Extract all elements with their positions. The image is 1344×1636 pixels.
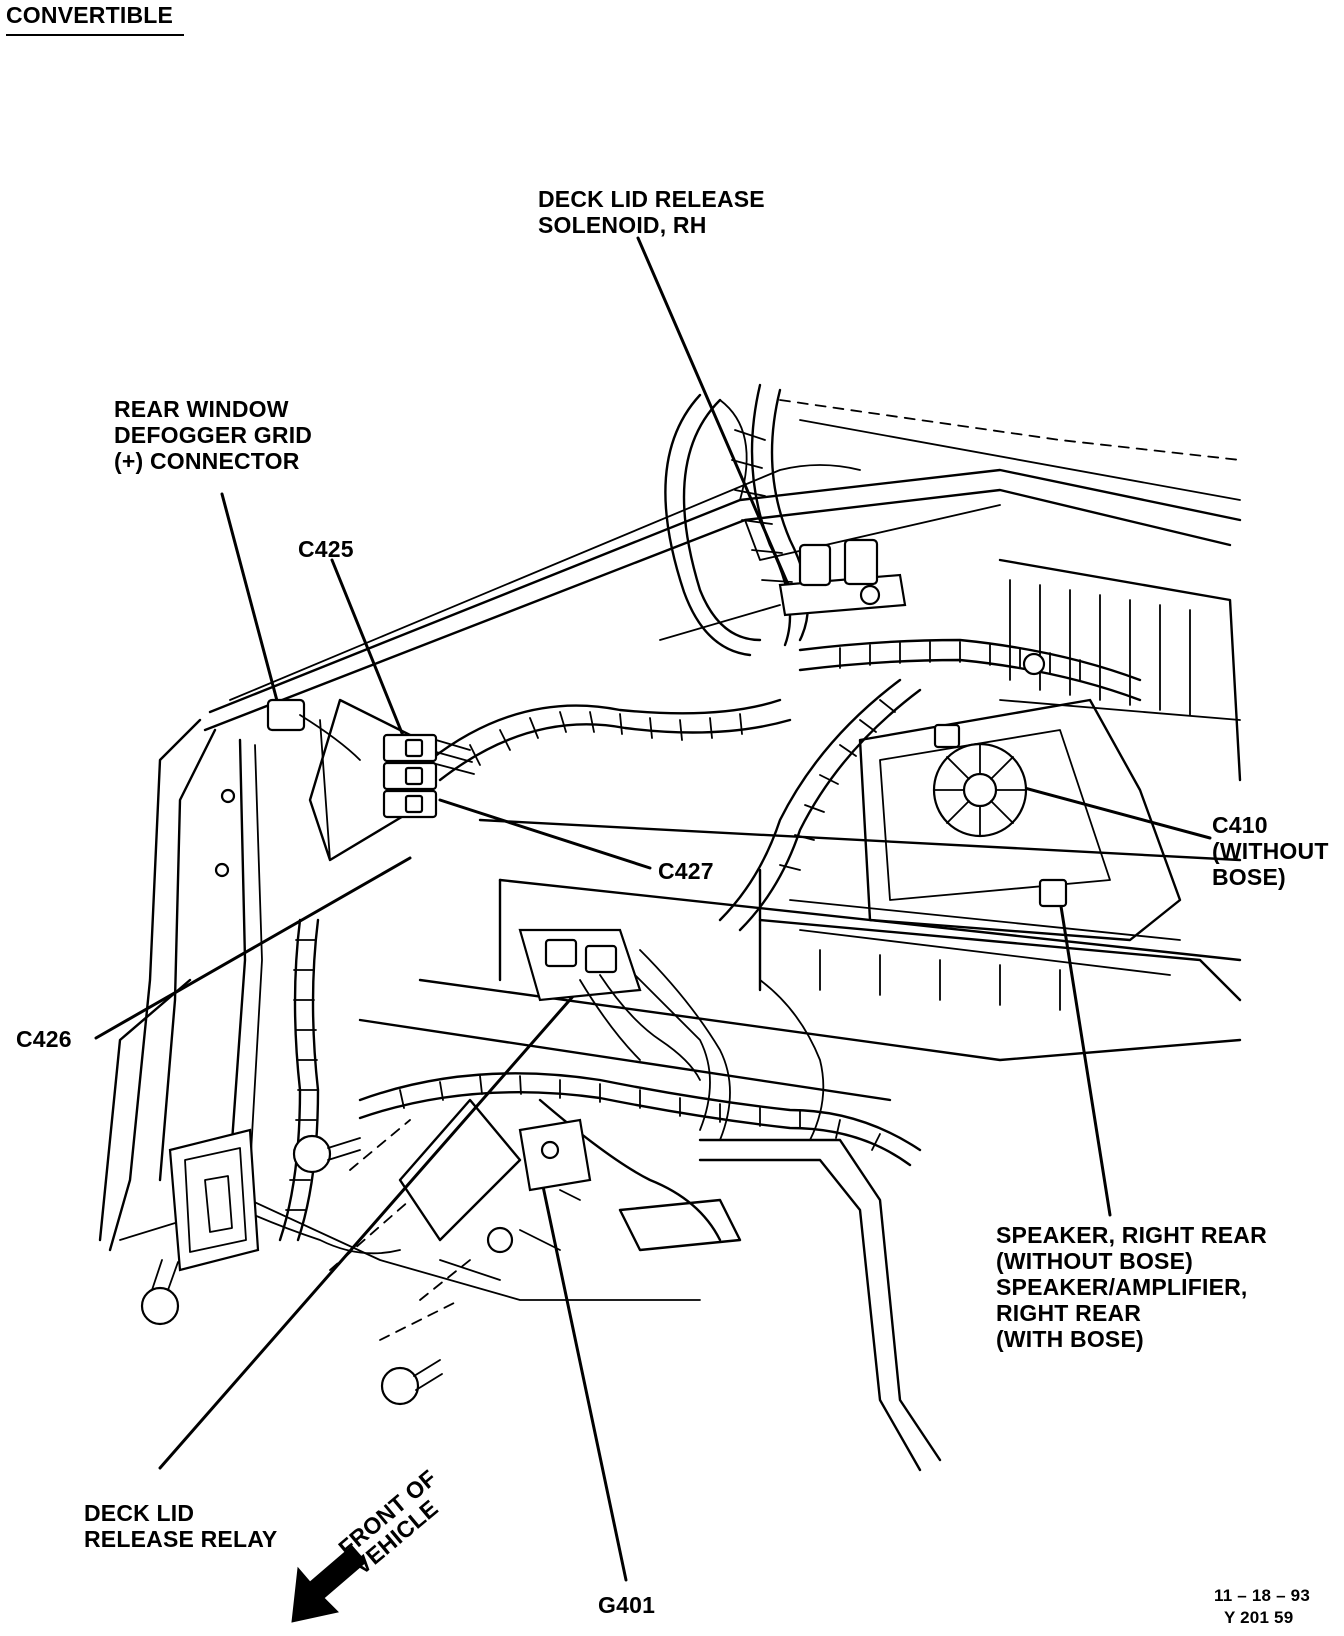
label-deck-lid-release-relay: DECK LID RELEASE RELAY [84, 1500, 278, 1552]
label-c427: C427 [658, 858, 714, 884]
bracket-left [168, 1128, 260, 1272]
leader-speaker [1058, 898, 1112, 1217]
label-g401: G401 [598, 1592, 656, 1618]
label-c410: C410 (WITHOUT BOSE) [1212, 812, 1329, 890]
leader-defogger [220, 492, 282, 714]
trunk-body-panels [98, 399, 1242, 1472]
connector-block-c425-c427 [382, 733, 475, 819]
speaker-component [932, 723, 1068, 908]
leader-c425 [330, 558, 410, 750]
label-c426: C426 [16, 1026, 72, 1052]
label-rear-window-defogger-connector: REAR WINDOW DEFOGGER GRID (+) CONNECTOR [114, 396, 313, 474]
label-c425: C425 [298, 536, 354, 562]
g401-ground-component [486, 1118, 592, 1254]
wire-harnesses [199, 383, 1142, 1255]
defogger-connector-component [266, 698, 361, 761]
bolts [140, 652, 1046, 1406]
front-of-vehicle-arrow [291, 1545, 367, 1623]
leader-g401 [538, 1170, 628, 1582]
dashed-position-lines [329, 399, 1241, 1341]
deck-lid-relay-component [518, 928, 701, 1081]
page-title: CONVERTIBLE [6, 2, 174, 28]
deck-lid-solenoid-component [659, 538, 907, 641]
title-underline [6, 34, 184, 36]
figure-id: Y 201 59 [1224, 1608, 1294, 1627]
leader-c427 [438, 798, 652, 870]
date-stamp: 11 – 18 – 93 [1214, 1586, 1310, 1605]
label-speaker-right-rear: SPEAKER, RIGHT REAR (WITHOUT BOSE) SPEAK… [996, 1222, 1267, 1352]
label-deck-lid-release-solenoid: DECK LID RELEASE SOLENOID, RH [538, 186, 765, 238]
harness-wrap-marks [285, 429, 1081, 1211]
leader-relay [158, 968, 598, 1470]
leader-c426 [94, 856, 412, 1040]
